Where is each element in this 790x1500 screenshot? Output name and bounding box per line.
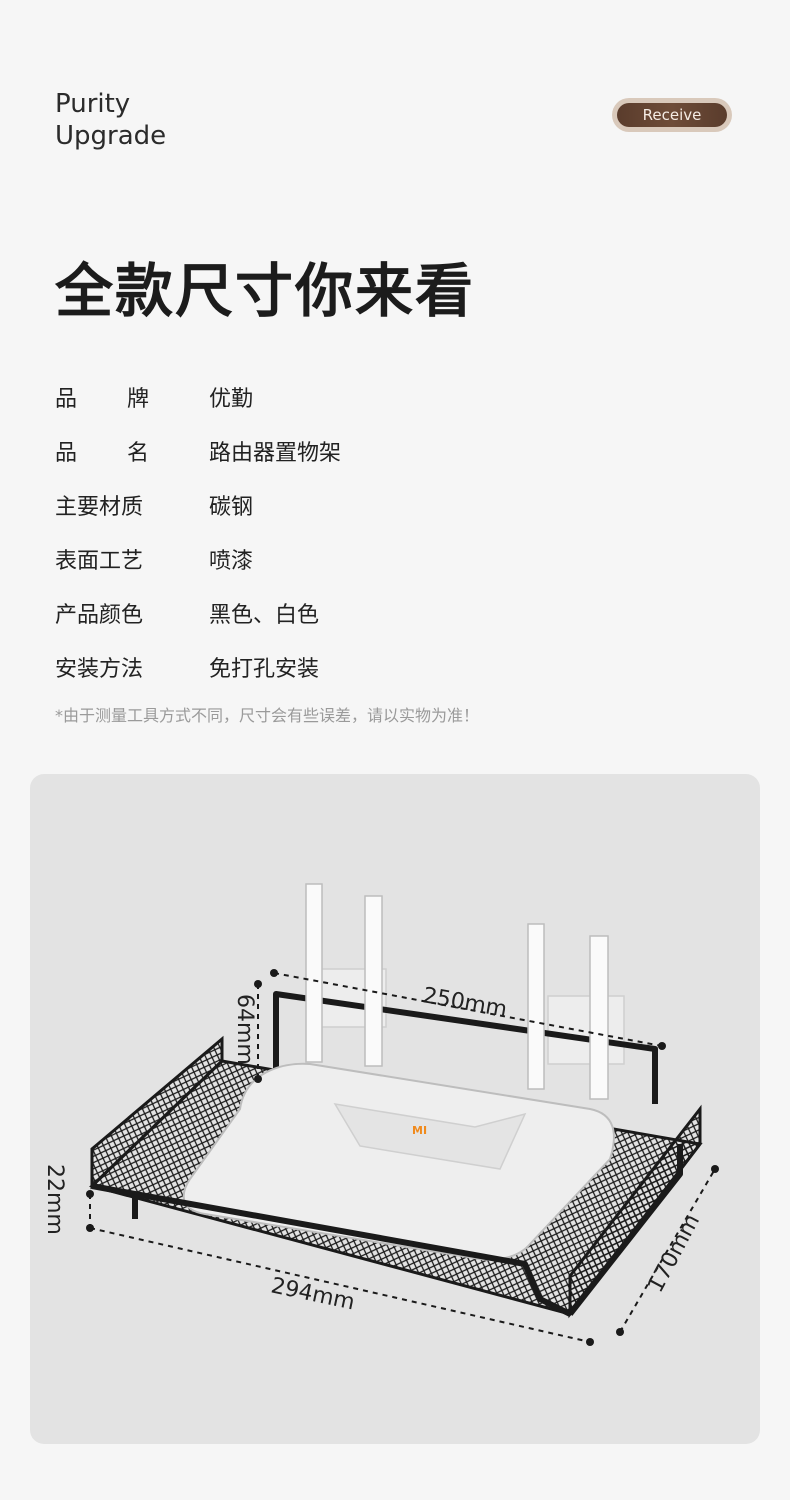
spec-row-material: 主要材质 碳钢 <box>55 478 341 532</box>
spec-list: 品 牌 优勤 品 名 路由器置物架 主要材质 碳钢 表面工艺 喷漆 产品颜色 黑… <box>55 370 341 694</box>
dimension-height-label: 64mm <box>232 994 257 1065</box>
spec-value: 免打孔安装 <box>209 657 320 682</box>
spec-label: 品 名 <box>55 441 149 466</box>
brand-line-2: Upgrade <box>55 121 167 151</box>
brand-line-1: Purity <box>55 89 131 119</box>
spec-row-brand: 品 牌 优勤 <box>55 370 341 424</box>
dimension-depth-label: 170mm <box>643 1210 705 1297</box>
spec-label: 表面工艺 <box>55 549 144 574</box>
dimension-lines <box>86 969 719 1346</box>
spec-row-color: 产品颜色 黑色、白色 <box>55 586 341 640</box>
product-diagram-panel: MI 250mm 64mm 22mm <box>30 774 760 1444</box>
receive-button[interactable]: Receive <box>612 98 732 132</box>
brand-title: Purity Upgrade <box>55 88 166 152</box>
spec-row-name: 品 名 路由器置物架 <box>55 424 341 478</box>
spec-value: 路由器置物架 <box>209 441 342 466</box>
spec-row-finish: 表面工艺 喷漆 <box>55 532 341 586</box>
measurement-note: *由于测量工具方式不同，尺寸会有些误差，请以实物为准！ <box>55 706 480 725</box>
spec-value: 喷漆 <box>209 549 254 574</box>
rack-front-rail <box>91 1144 683 1317</box>
wall-mount-plates <box>309 968 625 1065</box>
product-diagram: MI 250mm 64mm 22mm <box>42 883 719 1346</box>
spec-value: 黑色、白色 <box>209 603 320 628</box>
spec-row-install: 安装方法 免打孔安装 <box>55 640 341 694</box>
rack-back-rail <box>273 991 658 1104</box>
dimension-length-label: 294mm <box>269 1273 357 1315</box>
router-antennas <box>305 883 609 1100</box>
spec-value: 优勤 <box>209 387 254 412</box>
spec-label: 产品颜色 <box>55 603 144 628</box>
router: MI <box>182 1062 615 1261</box>
spec-label: 安装方法 <box>55 657 144 682</box>
spec-label: 主要材质 <box>55 495 144 520</box>
spec-label: 品 牌 <box>55 387 149 412</box>
dimension-lip-label: 22mm <box>42 1164 67 1235</box>
router-logo: MI <box>412 1124 427 1137</box>
receive-button-label[interactable]: Receive <box>617 103 727 127</box>
page-title: 全款尺寸你来看 <box>55 257 476 325</box>
spec-value: 碳钢 <box>209 495 254 520</box>
